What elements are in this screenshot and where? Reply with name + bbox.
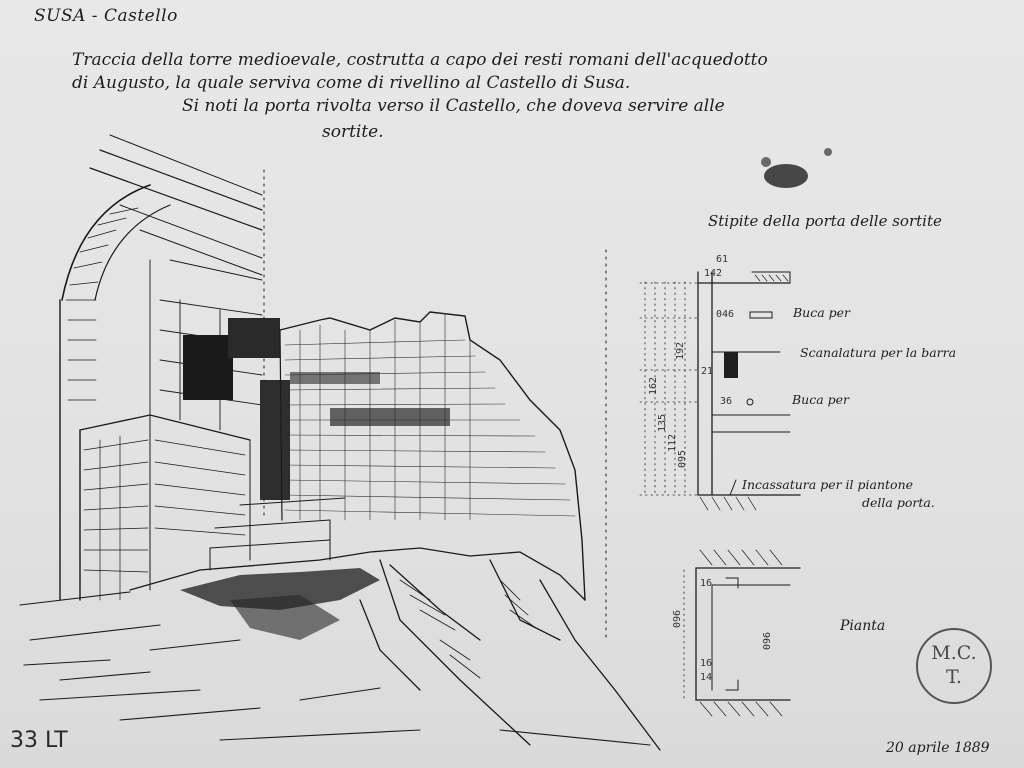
sheet-date: 20 aprile 1889 [886, 740, 990, 756]
stamp-text-bottom: T. [946, 666, 962, 688]
note-buca-1: Buca per [793, 305, 851, 320]
dim-135: 135 [657, 413, 668, 432]
description-line-3: Si noti la porta rivolta verso il Castel… [182, 96, 725, 116]
dim-36: 36 [720, 396, 733, 407]
dim-046: 046 [716, 309, 735, 320]
museum-stamp: M.C. T. [916, 628, 992, 704]
dim-21: 21 [701, 366, 714, 377]
plan-dim-096-right: 096 [762, 631, 773, 650]
dim-192: 192 [675, 341, 686, 360]
description-line-4: sortite. [322, 122, 384, 142]
stamp-text-top: M.C. [931, 642, 977, 664]
description-line-2: di Augusto, la quale serviva come di riv… [72, 73, 631, 93]
plan-dim-096-left: 096 [672, 609, 683, 628]
dim-top-width: 61 [716, 254, 729, 265]
catalog-number: 33 LT [10, 728, 68, 753]
sheet-title: SUSA - Castello [34, 6, 178, 26]
plan-dim-16-bottom: 16 [700, 658, 713, 669]
dim-142: 142 [704, 268, 723, 279]
jamb-detail-title: Stipite della porta delle sortite [708, 212, 942, 230]
note-incassatura-2: della porta. [862, 495, 935, 510]
plan-dim-14: 14 [700, 672, 713, 683]
note-scanalatura: Scanalatura per la barra [800, 345, 957, 360]
dim-162: 162 [648, 376, 659, 395]
note-incassatura-1: Incassatura per il piantone [742, 477, 914, 492]
description-line-1: Traccia della torre medioevale, costrutt… [72, 50, 768, 70]
dim-095: 095 [677, 449, 688, 468]
plan-dim-16-top: 16 [700, 578, 713, 589]
note-buca-2: Buca per [792, 392, 850, 407]
plan-label: Pianta [840, 618, 886, 634]
